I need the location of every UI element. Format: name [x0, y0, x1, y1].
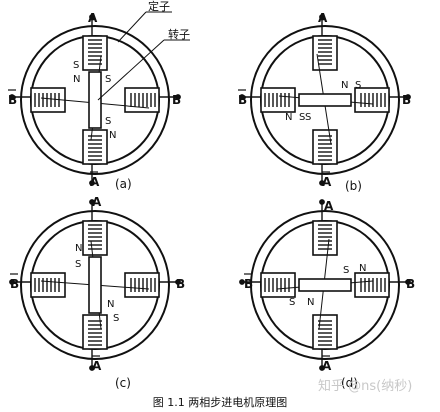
phase-a-bar-label: A	[322, 359, 332, 373]
rotor-pole-label: N	[109, 130, 116, 141]
pole-label: S	[289, 297, 295, 308]
phase-b-label: B	[176, 277, 185, 291]
pole-label: S	[113, 313, 119, 324]
phase-b-bar-label: B	[244, 277, 253, 291]
panel-label: (b)	[345, 179, 362, 193]
panel-a: S N S S N (a)	[8, 13, 182, 191]
pole-label: N	[73, 74, 80, 85]
phase-b-bar-label: B	[10, 277, 19, 291]
phase-a-label: A	[92, 195, 102, 209]
figure-caption: 图 1.1 两相步进电机原理图	[153, 395, 288, 409]
phase-a-bar-label: A	[322, 175, 332, 189]
stator-callout: 定子	[148, 0, 170, 13]
rotor-pole-label: N	[341, 80, 348, 91]
phase-a-bar-label: A	[90, 175, 100, 189]
phase-b-label: B	[402, 93, 411, 107]
panel-label: (d)	[341, 376, 358, 390]
phase-b-label: B	[406, 277, 415, 291]
rotor-callout: 转子	[168, 27, 190, 41]
pole-label: S	[355, 80, 361, 91]
pole-label: S	[73, 60, 79, 71]
phase-a-bar-label: A	[92, 359, 102, 373]
panel-d: S N S N (d)	[238, 198, 412, 390]
rotor-pole-label: S	[305, 112, 311, 123]
rotor-pole-label: N	[107, 299, 114, 310]
pole-label: S	[299, 112, 305, 123]
rotor-pole-label: N	[307, 297, 314, 308]
panel-c: N S N S (c)	[8, 198, 182, 390]
watermark: 知乎 @ns(纳秒)	[318, 378, 412, 394]
phase-b-bar-label: B	[8, 93, 17, 107]
rotor-pole-label: S	[105, 74, 111, 85]
panel-label: (a)	[115, 177, 132, 191]
pole-label: S	[105, 116, 111, 127]
pole-label: N	[285, 112, 292, 123]
panel-label: (c)	[115, 376, 131, 390]
phase-a-label: A	[88, 11, 98, 25]
phase-b-bar-label: B	[238, 93, 247, 107]
pole-label: N	[359, 263, 366, 274]
rotor-pole-label: S	[343, 265, 349, 276]
rotor-pole-label: S	[75, 259, 81, 270]
phase-a-label: A	[318, 11, 328, 25]
phase-a-label: A	[324, 199, 334, 213]
panel-b: N S S N S (b)	[238, 13, 412, 193]
pole-label: N	[75, 243, 82, 254]
phase-b-label: B	[172, 93, 181, 107]
